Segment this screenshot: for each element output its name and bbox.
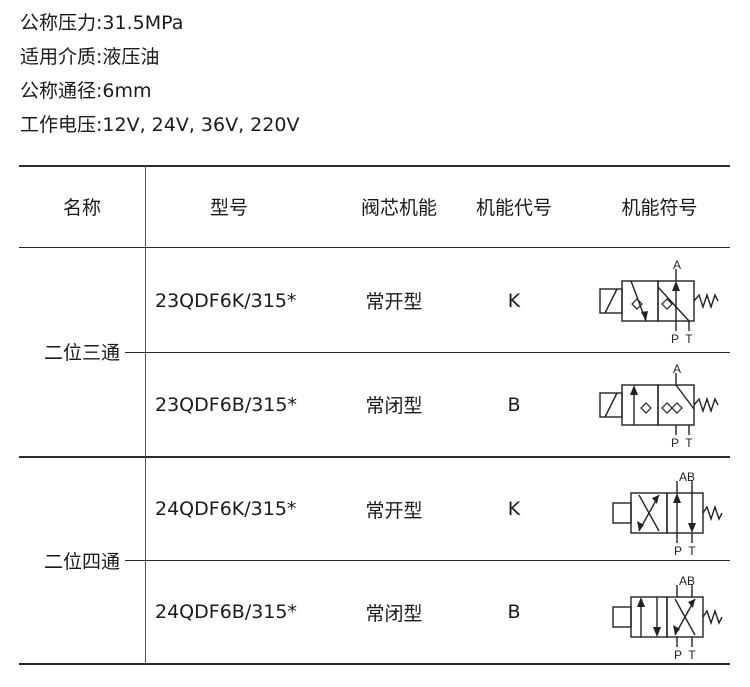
spec-voltage: 工作电压:12V, 24V, 36V, 220V [20,114,300,136]
row-divider-2 [125,560,730,561]
valve-symbol-3way-open: A P T [599,259,719,345]
header-function-symbol: 机能符号 [621,196,698,219]
code-row1: K [507,289,521,312]
spec-medium: 适用介质:液压油 [20,46,160,68]
model-24QDF6K: 24QDF6K/315* [155,498,297,520]
header-spool-function: 阀芯机能 [360,196,437,219]
column-divider [145,165,146,664]
spool-row3: 常开型 [365,499,423,522]
table-top-border [19,165,730,167]
header-function-code: 机能代号 [475,196,552,219]
code-row4: B [507,601,521,623]
spec-list: 公称压力:31.5MPa 适用介质:液压油 公称通径:6mm 工作电压:12V,… [20,6,299,142]
valve-symbol-4way-closed: AB P T [612,575,723,661]
spec-nominal-diameter: 公称通径:6mm [20,80,152,102]
group-divider [19,456,730,458]
product-table: 名称 型号 阀芯机能 机能代号 机能符号 二位三通 二位四通 23QDF6K/3… [19,165,730,665]
port-label-bottom: P T [671,436,693,449]
port-label-top: A [673,363,681,376]
port-label-top: AB [679,471,695,484]
port-label-top: A [673,259,681,272]
solenoid-coil [612,502,632,524]
model-23QDF6K: 23QDF6K/315* [155,289,297,312]
model-24QDF6B: 24QDF6B/315* [155,601,297,623]
solenoid-coil [612,606,632,628]
port-label-bottom: P T [671,332,693,345]
code-row3: K [507,498,521,520]
header-divider [19,247,730,248]
spool-row1: 常开型 [365,291,423,313]
header-name: 名称 [62,196,101,219]
valve-symbol-3way-closed: A P T [599,363,719,449]
group-name-2pos-3way: 二位三通 [43,342,120,364]
valve-symbol-4way-open: AB P T [612,471,723,557]
table-bottom-border [19,663,730,665]
port-label-top: AB [679,575,695,588]
model-23QDF6B: 23QDF6B/315* [155,393,297,416]
spool-row2: 常闭型 [365,395,423,417]
header-model: 型号 [209,196,248,219]
group-name-2pos-4way: 二位四通 [43,551,120,573]
port-label-bottom: P T [674,544,696,557]
spec-nominal-pressure: 公称压力:31.5MPa [20,12,184,34]
code-row2: B [507,393,521,416]
spool-row4: 常闭型 [365,602,423,625]
row-divider-1 [125,352,730,353]
port-label-bottom: P T [674,648,696,661]
